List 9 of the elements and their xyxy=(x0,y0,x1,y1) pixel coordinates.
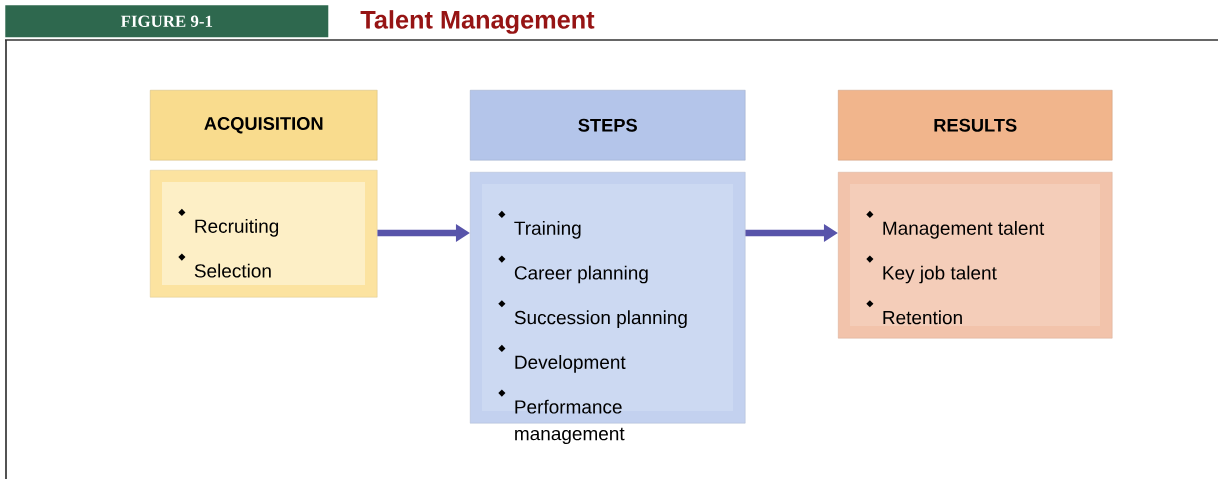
figure-label: FIGURE 9-1 xyxy=(5,5,329,38)
title: Talent Management xyxy=(360,10,595,34)
list-box: Training Career planning Succession planning Development Performance management xyxy=(470,172,746,445)
header-box: ACQUISITION xyxy=(150,90,378,161)
node-label: management xyxy=(515,427,625,445)
header-box: RESULTS xyxy=(838,90,1113,161)
header-box: STEPS xyxy=(470,90,746,161)
list-box: Recruiting Selection xyxy=(150,170,378,298)
list-box: Management talent Key job talent Retention xyxy=(838,172,1113,339)
